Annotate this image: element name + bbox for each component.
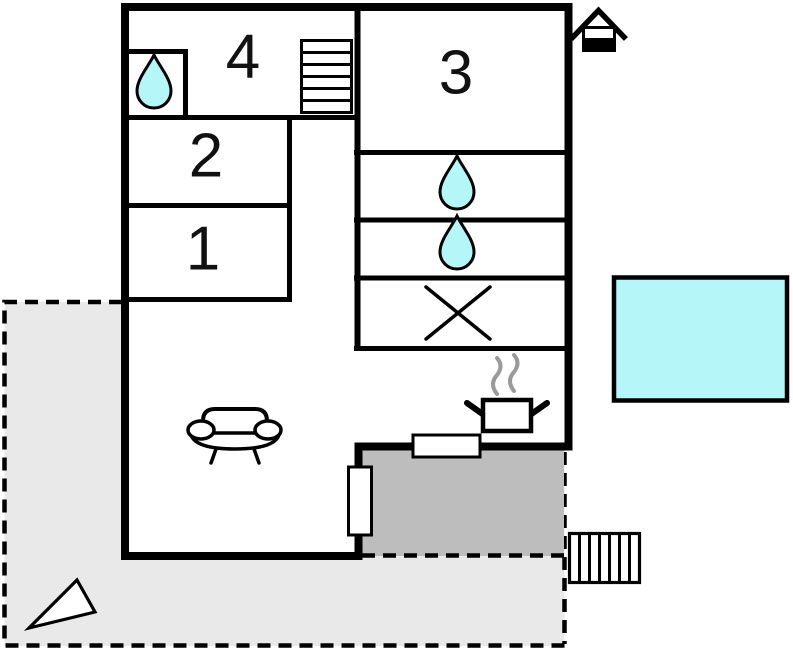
room-label-4: 4 [225,22,261,92]
room-label-2: 2 [188,121,224,191]
terrace-dark [360,448,564,558]
sofa-icon [186,407,283,465]
room-label-1: 1 [185,214,221,284]
steam-icon [491,353,520,396]
window-terrace [347,465,373,537]
interior-walls [125,7,566,351]
entrance-house-icon [569,6,628,52]
north-arrow-icon [23,577,98,631]
window-south [411,433,482,459]
exterior-stairs-icon [567,531,642,585]
stove-pot-icon [464,397,550,434]
interior-stairs-icon [300,39,353,114]
water-drop-icon [438,212,476,271]
shower-cross-icon [424,285,492,341]
water-drop-icon [438,152,476,211]
wall-small-bath [125,49,188,117]
terrace-light-dashed-border [2,299,565,648]
pool [611,275,790,403]
water-drop-icon [135,51,173,110]
room-label-3: 3 [438,38,474,108]
